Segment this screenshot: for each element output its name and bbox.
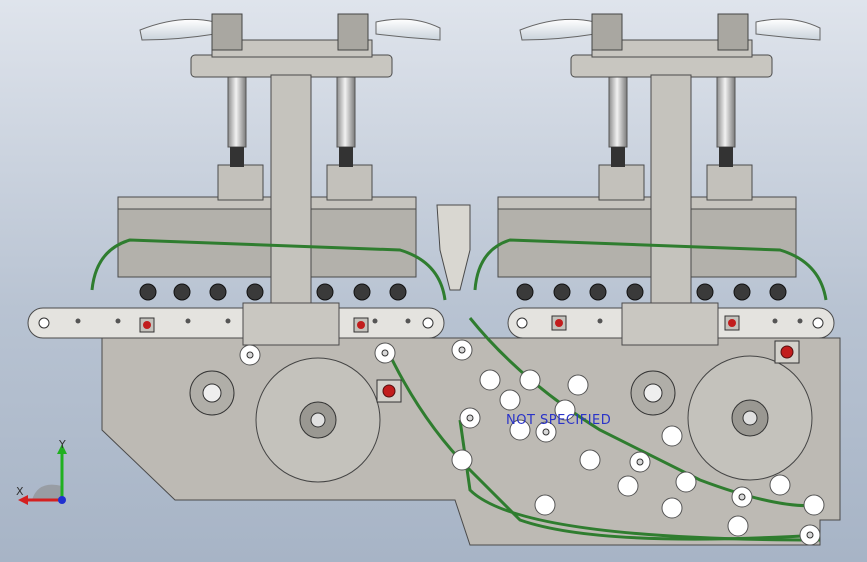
annotation-not-specified: NOT SPECIFIED [506, 413, 611, 428]
left-drum [255, 357, 381, 483]
x-axis-label: X [16, 485, 24, 498]
reference-triad: X Y [12, 438, 82, 508]
belts [90, 238, 828, 542]
motor-hubs [189, 370, 676, 416]
idler-pulleys [239, 339, 825, 546]
y-axis-label: Y [59, 438, 66, 451]
upper-rollers [139, 283, 787, 301]
annotation-text: NOT SPECIFIED [506, 413, 612, 428]
right-drum [687, 355, 813, 481]
axis-triad-icon [18, 444, 67, 505]
left-rail [27, 307, 445, 339]
right-unit [497, 13, 821, 346]
left-unit [117, 13, 471, 346]
red-sensors [139, 315, 800, 403]
